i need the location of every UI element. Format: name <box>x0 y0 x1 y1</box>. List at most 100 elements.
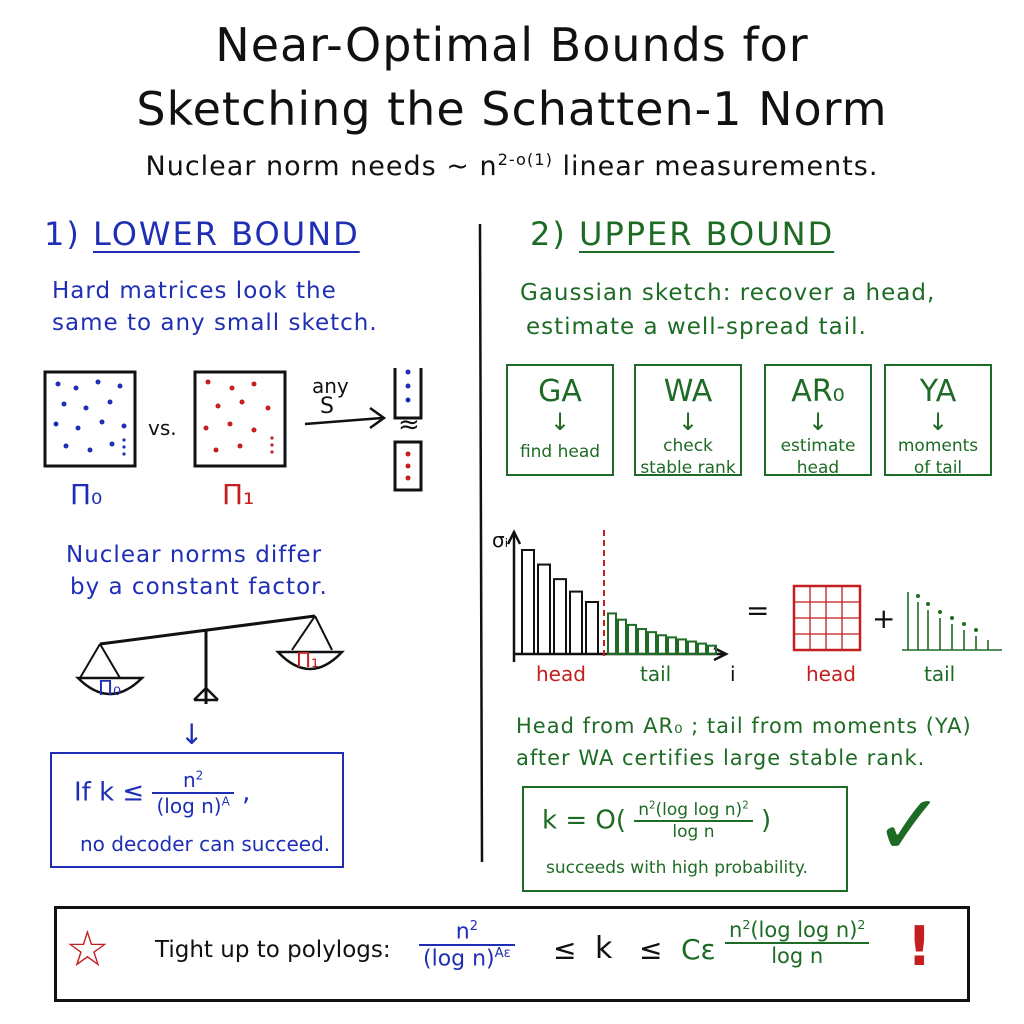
tail-bar-0 <box>607 612 617 656</box>
tail-bar-5 <box>657 634 667 655</box>
lower-desc-line-1: Hard matrices look the <box>52 278 337 304</box>
tail-bar-10 <box>707 644 717 655</box>
matrix-pi0 <box>43 370 137 468</box>
balance-scale <box>74 614 345 704</box>
head-bar-2 <box>553 578 567 655</box>
subtitle-tail: linear measurements. <box>552 151 879 182</box>
lower-frac-num: n <box>182 768 196 792</box>
algo-ya-name: YA <box>919 374 957 409</box>
matrix-pi1 <box>193 370 287 468</box>
upper-bound-number: 2) <box>530 215 567 253</box>
tight-text: Tight up to polylogs: <box>155 937 391 963</box>
upper-frac-den: log n <box>672 822 715 842</box>
subtitle-exponent: 2-o(1) <box>497 150 553 169</box>
sketch-arrow <box>304 416 383 426</box>
upper-bound-formula: k = O( n2(log log n)2 log n ) <box>542 800 771 842</box>
upper-desc-line-2: estimate a well-spread tail. <box>526 314 867 340</box>
page-title-line-1: Near-Optimal Bounds for <box>215 18 809 72</box>
subtitle-text: Nuclear norm needs ~ n <box>145 151 498 182</box>
algo-wa-name: WA <box>663 374 713 409</box>
upper-bound-title: UPPER BOUND <box>579 215 835 253</box>
column-divider <box>478 223 484 863</box>
tail-bar-8 <box>687 640 697 655</box>
differ-line-2: by a constant factor. <box>70 574 328 600</box>
plot-head-label: head <box>536 662 586 686</box>
scale-pi1-label: Π₁ <box>296 648 320 672</box>
algo-ya-arrow-icon: ↓ <box>927 408 949 436</box>
vs-label: vs. <box>148 416 177 440</box>
lower-comma: , <box>242 777 251 808</box>
no-decoder-text: no decoder can succeed. <box>80 832 331 856</box>
scale-pi0-label: Π₀ <box>98 676 122 700</box>
algo-wa-caption-1: check <box>663 436 713 456</box>
lower-bound-box: If k ≤ n2 (log n)A , no decoder can succ… <box>50 752 344 868</box>
summary-lden-exp: Aε <box>494 946 511 962</box>
star-icon: ☆ <box>65 920 110 978</box>
page-title-line-2: Sketching the Schatten-1 Norm <box>136 82 888 136</box>
algo-ar0-arrow-icon: ↓ <box>807 408 829 436</box>
upper-frac-num: n <box>638 800 650 820</box>
summary-rnum: n <box>729 918 743 942</box>
upper-fraction: n2(log log n)2 log n <box>634 800 753 842</box>
algo-ga-caption: find head <box>519 442 601 462</box>
pi0-label: Π₀ <box>70 478 103 511</box>
le-symbol-2: ≤ <box>639 933 663 966</box>
upper-desc-line-1: Gaussian sketch: recover a head, <box>520 280 936 306</box>
decomp-tail-label: tail <box>924 662 956 686</box>
summary-lnum: n <box>455 919 470 945</box>
lower-desc-line-2: same to any small sketch. <box>52 310 378 336</box>
lower-frac-den: (log n) <box>156 794 222 818</box>
differ-line-1: Nuclear norms differ <box>66 542 323 568</box>
tail-bar-9 <box>697 642 707 655</box>
algo-ga-name: GA <box>538 374 582 409</box>
summary-lden: (log n) <box>423 946 495 972</box>
upper-bound-box: k = O( n2(log log n)2 log n ) succeeds w… <box>522 786 848 892</box>
note-line-1: Head from AR₀ ; tail from moments (YA) <box>516 714 972 738</box>
tail-bar-4 <box>647 631 657 656</box>
scale-pan-right <box>275 650 345 671</box>
upper-frac-num-exp: 2 <box>649 800 656 812</box>
matrix-pi1-dots <box>203 379 274 454</box>
lower-bound-condition: If k ≤ n2 (log n)A , <box>74 768 250 818</box>
upper-frac-num-rest: (log log n) <box>655 800 743 820</box>
s-label: S <box>320 394 334 419</box>
subtitle: Nuclear norm needs ~ n2-o(1) linear meas… <box>0 150 1024 182</box>
head-bar-1 <box>537 563 551 656</box>
plus-sign: + <box>872 602 896 635</box>
if-k-le: If k ≤ <box>74 777 145 808</box>
algo-ga-arrow-icon: ↓ <box>549 408 571 436</box>
algo-ya-caption-1: moments <box>897 436 979 456</box>
upper-bound-heading: 2) UPPER BOUND <box>530 215 834 253</box>
tail-bar-7 <box>677 638 687 656</box>
le-symbol-1: ≤ <box>553 933 577 966</box>
algo-ar0-caption-2: head <box>796 458 840 478</box>
summary-box: ☆ Tight up to polylogs: n2 (log n)Aε ≤ k… <box>54 906 970 1002</box>
sketch-output-top <box>393 368 423 420</box>
exclamation-mark: ! <box>907 915 932 978</box>
summary-upper-fraction: n2(log log n)2 log n <box>725 917 870 968</box>
plot-bars <box>521 549 717 656</box>
tail-bar-6 <box>667 636 677 655</box>
upper-lhs: k = O( <box>542 805 626 836</box>
note-line-2: after WA certifies large stable rank. <box>516 746 926 770</box>
head-bar-4 <box>585 601 599 655</box>
approx-symbol: ≈ <box>398 410 420 440</box>
algo-box-ar0: AR₀ ↓ estimate head <box>764 364 872 478</box>
algo-box-ga: GA ↓ find head <box>506 364 614 476</box>
algo-ya-caption-2: of tail <box>913 458 963 478</box>
tail-sketch <box>902 592 1002 651</box>
checkmark-icon: ✓ <box>874 776 945 874</box>
algo-wa-caption-2: stable rank <box>640 458 736 478</box>
algo-wa-arrow-icon: ↓ <box>677 408 699 436</box>
algo-box-ya: YA ↓ moments of tail <box>884 364 992 478</box>
sketch-output-bottom <box>393 440 423 492</box>
scale-pan-left <box>74 676 146 696</box>
tail-bar-2 <box>627 623 637 655</box>
summary-lower-fraction: n2 (log n)Aε <box>419 919 515 972</box>
decomp-head-label: head <box>806 662 856 686</box>
summary-rden: log n <box>771 944 824 968</box>
tail-bar-3 <box>637 628 647 655</box>
algo-box-wa: WA ↓ check stable rank <box>634 364 742 478</box>
tail-bar-1 <box>617 618 627 655</box>
lower-bound-heading: 1) LOWER BOUND <box>44 215 360 253</box>
